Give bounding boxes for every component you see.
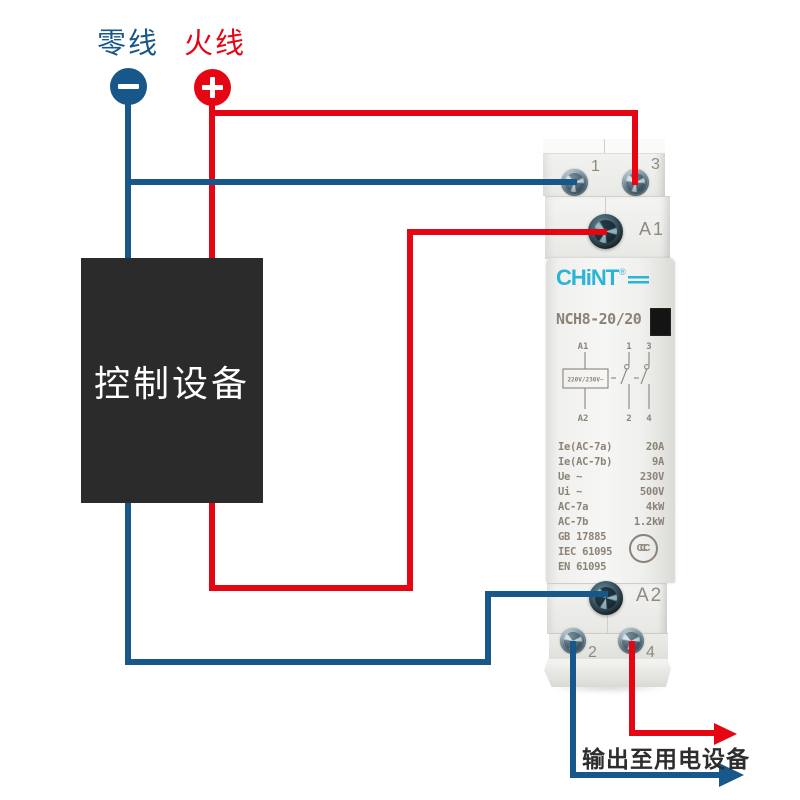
spec-key: Ui ~ — [558, 486, 583, 498]
control-wire-to-a1 — [407, 229, 607, 235]
schematic-pole2-bottom-label: 4 — [646, 414, 652, 424]
neutral-wire-label: 零线 — [97, 28, 160, 60]
output-destination-label: 输出至用电设备 — [582, 746, 750, 772]
spec-value: 4kW — [645, 501, 664, 513]
live-wire-drop-terminal-3 — [632, 110, 638, 185]
spec-key: Ie(AC-7b) — [558, 456, 613, 468]
brand-logo: CHiNT ® — [556, 267, 649, 289]
terminal-2-label: 2 — [588, 644, 597, 661]
table-row: Ie(AC-7a) 20A — [558, 440, 664, 455]
brand-stripes-icon — [627, 276, 649, 286]
terminal-a1-label: A1 — [639, 219, 666, 239]
output-neutral-horizontal — [570, 772, 720, 778]
spec-key: Ie(AC-7a) — [558, 441, 613, 453]
live-wire-to-terminal-3 — [209, 110, 638, 116]
table-row: Ue ~ 230V — [558, 470, 664, 485]
control-device-box: 控制设备 — [81, 258, 263, 503]
minus-icon — [118, 84, 139, 89]
neutral-wire-to-a2 — [485, 591, 608, 597]
table-row: AC-7b 1.2kW — [558, 515, 664, 530]
neutral-return-horizontal — [125, 659, 491, 665]
schematic-pole1-bottom-label: 2 — [626, 414, 631, 424]
live-terminal-icon — [194, 69, 231, 106]
output-live-horizontal — [629, 730, 715, 736]
table-row: Ie(AC-7b) 9A — [558, 455, 664, 470]
spec-value: 20A — [645, 441, 664, 453]
control-device-label: 控制设备 — [93, 362, 250, 404]
terminal-a2-label: A2 — [636, 585, 664, 606]
output-live-arrow-icon — [714, 723, 737, 745]
table-row: AC-7a 4kW — [558, 500, 664, 515]
live-wire-label: 火线 — [184, 28, 247, 60]
neutral-return-riser — [485, 591, 491, 665]
output-live-drop — [629, 641, 635, 736]
case-seam — [607, 614, 608, 634]
neutral-wire-to-terminal-1 — [125, 179, 577, 185]
output-neutral-drop — [570, 641, 576, 778]
control-wire-horizontal — [209, 585, 413, 591]
terminal-4-label: 4 — [646, 644, 655, 661]
spec-key: AC-7b — [558, 516, 589, 528]
ccc-certification-icon: CCC — [629, 534, 658, 563]
status-indicator-window — [650, 308, 671, 336]
schematic-a2-label: A2 — [578, 414, 589, 424]
terminal-1-label: 1 — [591, 158, 600, 175]
spec-value: 500V — [639, 486, 664, 498]
spec-key: AC-7a — [558, 501, 589, 513]
spec-value: 9A — [651, 456, 664, 468]
neutral-terminal-icon — [110, 68, 147, 105]
plus-icon — [210, 77, 215, 98]
table-row: Ui ~ 500V — [558, 485, 664, 500]
case-seam — [604, 139, 605, 153]
brand-name: CHiNT — [556, 265, 619, 290]
standard-line: IEC 61095 — [558, 546, 613, 558]
output-neutral-arrow-icon — [719, 763, 744, 787]
contact-schematic: A1 A2 1 2 3 4 220V/230V~ — [562, 342, 652, 424]
spec-value: 1.2kW — [633, 516, 664, 528]
schematic-pole1-top-label: 1 — [626, 342, 631, 352]
standards-list: GB 17885 IEC 61095 EN 61095 — [558, 530, 613, 575]
control-wire-riser — [407, 229, 413, 591]
case-seam — [605, 197, 606, 214]
terminal-3-label: 3 — [651, 156, 660, 173]
standard-line: GB 17885 — [558, 531, 607, 543]
ccc-letters: CCC — [636, 543, 651, 554]
ratings-table: Ie(AC-7a) 20A Ie(AC-7b) 9A Ue ~ 230V Ui … — [558, 440, 664, 530]
schematic-pole2-top-label: 3 — [646, 342, 651, 352]
contactor-bottom-lip — [544, 659, 671, 687]
schematic-a1-label: A1 — [578, 342, 589, 352]
registered-trademark-icon: ® — [619, 267, 626, 277]
model-number: NCH8-20/20 — [556, 310, 642, 328]
spec-key: Ue ~ — [558, 471, 583, 483]
spec-value: 230V — [639, 471, 664, 483]
terminal-a2-screw-icon — [589, 581, 623, 615]
coil-voltage-label: 220V/230V~ — [567, 377, 604, 384]
standard-line: EN 61095 — [558, 561, 607, 573]
